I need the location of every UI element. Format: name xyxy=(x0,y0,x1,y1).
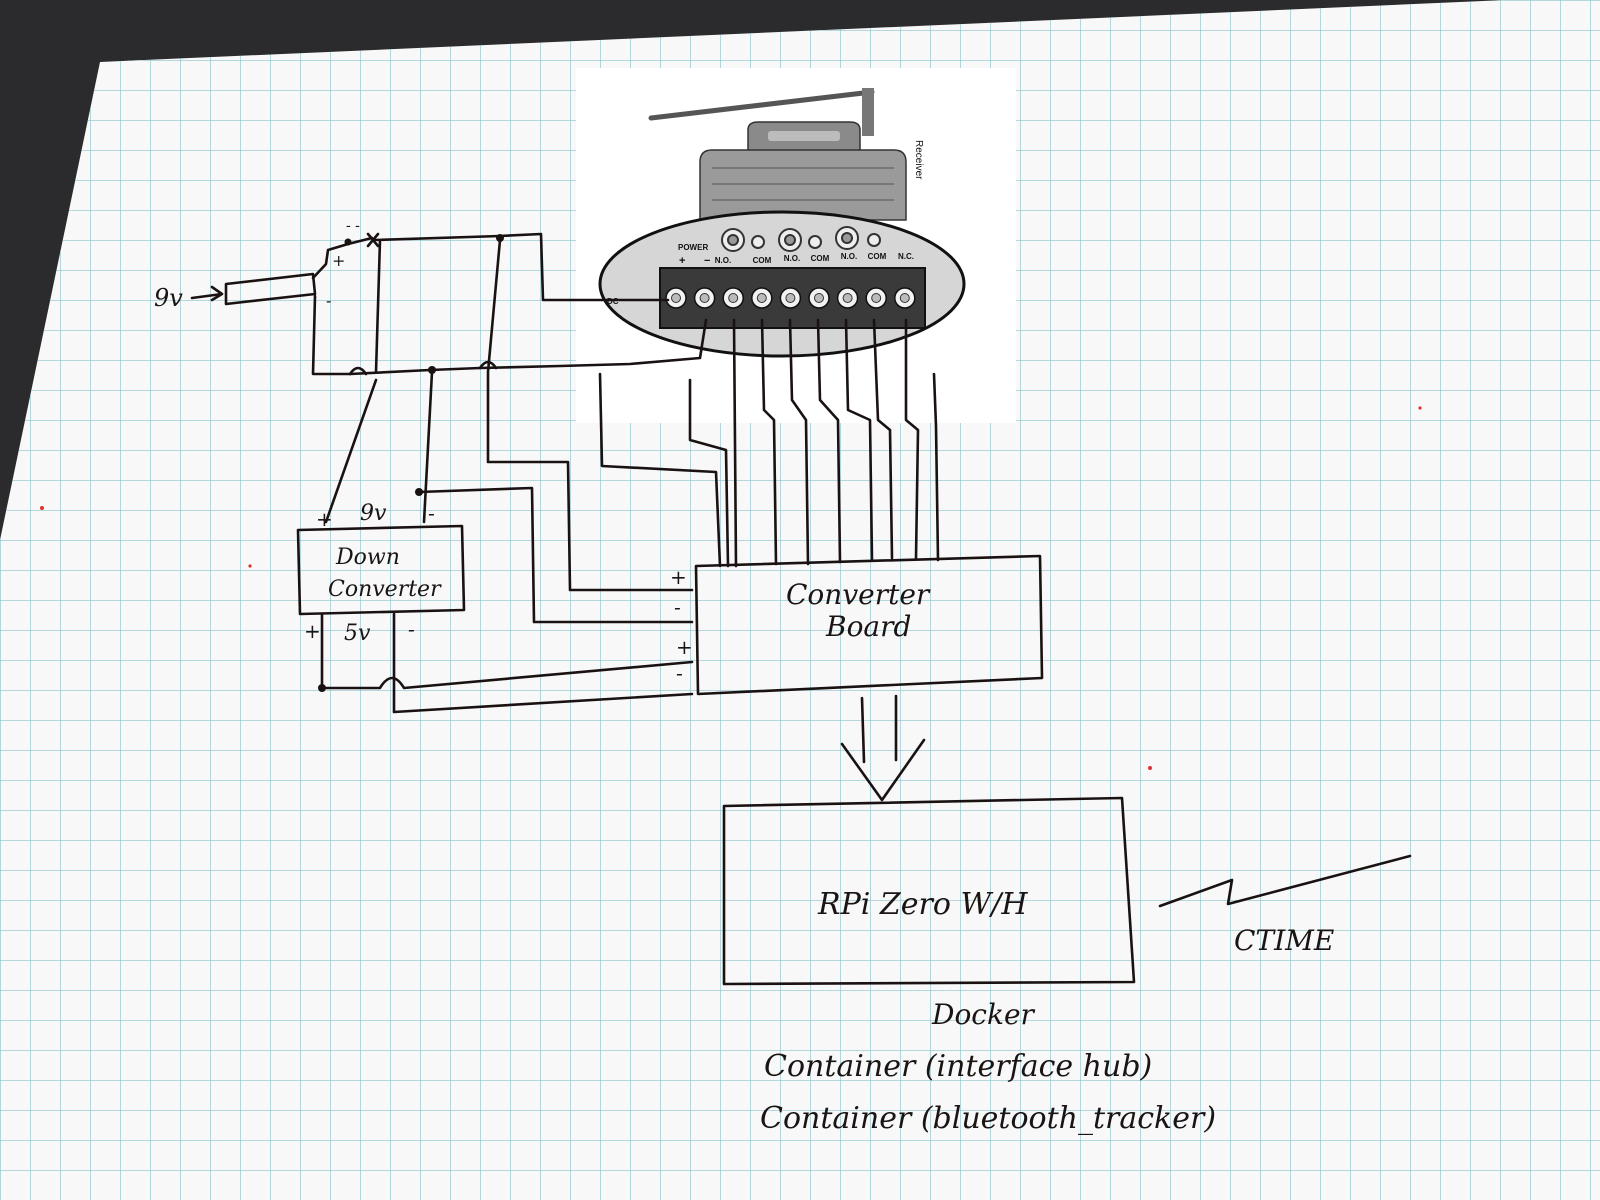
converter-out-minus-label: - xyxy=(408,617,415,641)
board-pin-minus-2-label: - xyxy=(676,661,683,685)
antenna-connector xyxy=(862,88,874,136)
input-switch xyxy=(311,236,374,280)
input-battery xyxy=(224,272,317,306)
down-converter-label-1: Down xyxy=(335,545,400,570)
switch-mark-label: - - xyxy=(346,218,360,234)
down-converter-box xyxy=(296,524,466,616)
converter-in-minus-label: - xyxy=(428,501,435,525)
rpi-label: RPi Zero W/H xyxy=(817,887,1028,922)
input-arrow xyxy=(190,285,224,302)
board-pin-plus-1-label: + xyxy=(670,565,687,589)
receiver-wire-4 xyxy=(816,318,842,564)
converter-board-box xyxy=(694,554,1044,696)
rpi-box xyxy=(722,796,1136,986)
terminal-screw-head xyxy=(899,293,910,303)
terminal-label-no-3: N.O. xyxy=(841,252,857,261)
terminal-screw-head xyxy=(814,293,824,303)
input-voltage-label: 9v xyxy=(154,284,183,312)
wiring xyxy=(190,232,1412,986)
input-minus-label: - xyxy=(326,291,331,310)
converter-board-label-1: Converter xyxy=(786,578,931,611)
docker-container-2: Container (bluetooth_tracker) xyxy=(760,1101,1216,1136)
board-pin-plus-2-wire xyxy=(320,660,694,690)
receiver-wire-10 xyxy=(932,372,940,562)
converter-out-plus-label: + xyxy=(304,619,321,643)
receiver-wire-7 xyxy=(598,372,722,568)
receiver-wire-1 xyxy=(732,318,738,568)
terminal-screw-head xyxy=(756,293,767,303)
network-label: CTIME xyxy=(1234,924,1334,957)
converter-in-plus-label: + xyxy=(316,507,333,531)
board-pin-minus-2-wire xyxy=(392,612,694,714)
power-label: POWER xyxy=(678,243,708,252)
converter-in-minus-wire xyxy=(422,370,434,524)
board-pin-minus-1-wire xyxy=(417,486,694,624)
terminal-screw-head xyxy=(842,293,853,303)
receiver-wire-8 xyxy=(688,378,730,568)
converter-out-voltage-label: 5v xyxy=(344,621,371,646)
receiver-wire-5 xyxy=(844,318,874,562)
dc-label: DC xyxy=(607,297,619,306)
terminal-screw-head xyxy=(728,293,739,303)
wire-crossover-1 xyxy=(348,366,368,376)
terminal-label-nc: N.C. xyxy=(898,252,914,261)
receiver-wire-9 xyxy=(904,318,920,560)
terminal-label-com-1: COM xyxy=(753,256,772,265)
converter-board-label-2: Board xyxy=(825,610,911,643)
terminal-label-com-2: COM xyxy=(811,254,830,263)
terminal-label-no-1: N.O. xyxy=(715,256,731,265)
power-minus-label: − xyxy=(704,255,710,267)
converter-in-voltage-label: 9v xyxy=(360,501,387,526)
down-converter-label-2: Converter xyxy=(328,577,442,602)
receiver-wire-2 xyxy=(760,318,778,566)
power-plus-label: + xyxy=(679,255,685,267)
network-link-bolt xyxy=(1158,854,1412,908)
receiver-printout xyxy=(576,68,1016,423)
receiver-wire-3 xyxy=(788,318,810,566)
board-pin-minus-1-label: - xyxy=(674,595,681,619)
data-link-arrowhead xyxy=(840,738,926,802)
board-pin-plus-1-wire xyxy=(486,238,694,592)
terminal-screw-head xyxy=(785,293,796,303)
data-link-lines xyxy=(860,694,898,764)
led-ports xyxy=(721,226,881,252)
terminal-screw-head xyxy=(871,293,882,303)
positive-rail-to-dc-plus xyxy=(372,232,670,302)
terminal-label-com-3: COM xyxy=(868,252,887,261)
input-plus-label: + xyxy=(332,251,345,270)
receiver-side-label: Receiver xyxy=(913,140,924,180)
terminal-screw-head xyxy=(699,293,710,303)
docker-title: Docker xyxy=(931,998,1036,1031)
paper-specks xyxy=(40,406,1422,770)
receiver-antenna xyxy=(648,89,875,121)
receiver-wire-6 xyxy=(872,318,894,560)
board-pin-plus-2-label: + xyxy=(676,635,693,659)
terminal-label-no-2: N.O. xyxy=(784,254,800,263)
terminal-screw-head xyxy=(671,293,681,303)
converter-in-plus-wire xyxy=(324,238,382,524)
docker-container-1: Container (interface hub) xyxy=(764,1049,1152,1084)
